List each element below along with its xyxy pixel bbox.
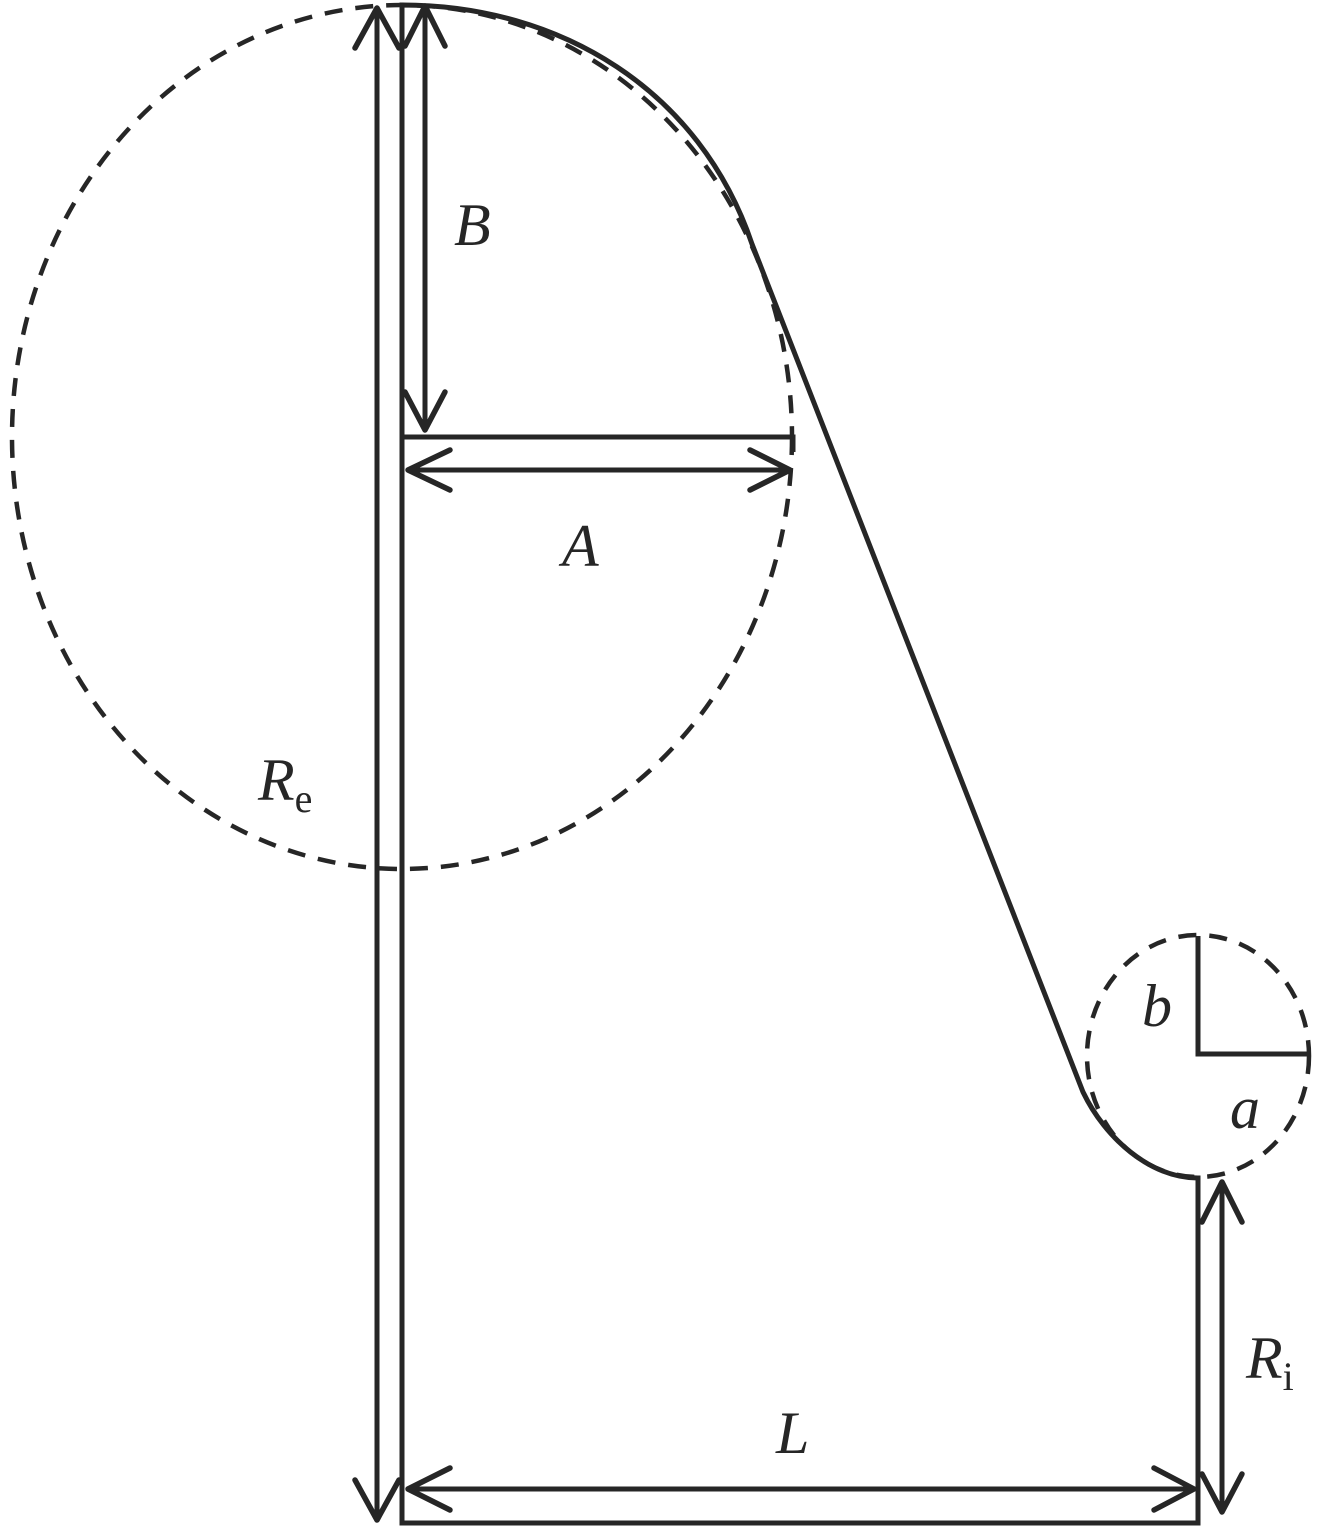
label-l: L	[775, 1400, 809, 1466]
label-re-subscript: e	[295, 776, 313, 821]
label-b-lower: b	[1142, 973, 1172, 1039]
ri-arrow-top	[1199, 1179, 1245, 1225]
b-arrow-top	[402, 3, 448, 49]
profile-outline	[399, 2, 1201, 1526]
inner-ellipse-axes	[1195, 936, 1310, 1057]
label-re-main: R	[257, 747, 295, 813]
label-ri-subscript: i	[1283, 1354, 1294, 1399]
label-a-upper: A	[558, 513, 599, 579]
l-arrow-left	[405, 1465, 453, 1513]
re-arrow-bottom	[352, 1477, 402, 1523]
label-ri: Ri	[1245, 1325, 1294, 1399]
label-re: Re	[257, 747, 312, 821]
ri-arrow-bottom	[1199, 1471, 1245, 1515]
a-arrow-left	[405, 447, 453, 493]
a-arrow-right	[747, 447, 793, 493]
label-b-upper: B	[454, 192, 491, 258]
label-ri-main: R	[1245, 1325, 1283, 1391]
a-extension-line	[402, 434, 796, 452]
label-a-lower: a	[1230, 1075, 1260, 1141]
b-arrow-bottom	[402, 389, 448, 433]
re-arrow-top	[352, 5, 402, 51]
l-arrow-right	[1151, 1465, 1197, 1513]
